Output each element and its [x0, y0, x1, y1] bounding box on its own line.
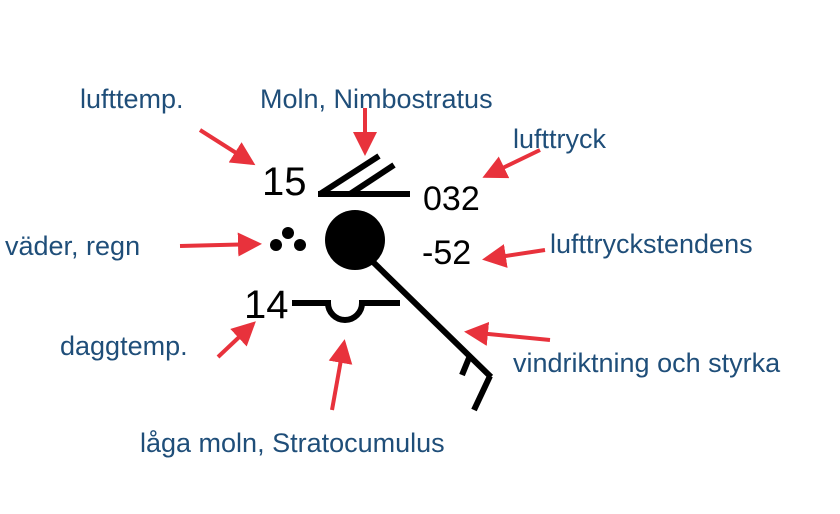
dewpoint-value: 14: [244, 283, 289, 327]
label-tendency: lufttryckstendens: [550, 229, 753, 259]
arrow-low-cloud: [328, 339, 353, 411]
stratocumulus-icon: [292, 300, 400, 323]
arrows: [179, 108, 551, 411]
rain-icon: [270, 227, 306, 251]
tendency-value: -52: [422, 234, 471, 272]
nimbostratus-icon: [318, 153, 410, 197]
wind-barb-icon: [369, 258, 494, 412]
arrow-temp: [198, 128, 256, 166]
label-low-cloud: låga moln, Stratocumulus: [140, 428, 445, 458]
arrow-weather: [179, 232, 262, 257]
arrow-dewpoint: [216, 321, 256, 359]
arrow-tendency: [482, 244, 546, 268]
label-temp: lufttemp.: [80, 84, 184, 114]
arrow-wind: [464, 321, 551, 346]
label-high-cloud: Moln, Nimbostratus: [260, 84, 493, 114]
label-dewpoint: daggtemp.: [60, 331, 188, 361]
label-wind: vindriktning och styrka: [513, 348, 781, 378]
pressure-value: 032: [423, 180, 480, 218]
temperature-value: 15: [262, 160, 307, 204]
label-pressure: lufttryck: [513, 124, 607, 154]
cloud-cover-circle-icon: [325, 210, 385, 270]
label-weather: väder, regn: [5, 231, 140, 261]
arrow-pressure: [482, 148, 541, 179]
